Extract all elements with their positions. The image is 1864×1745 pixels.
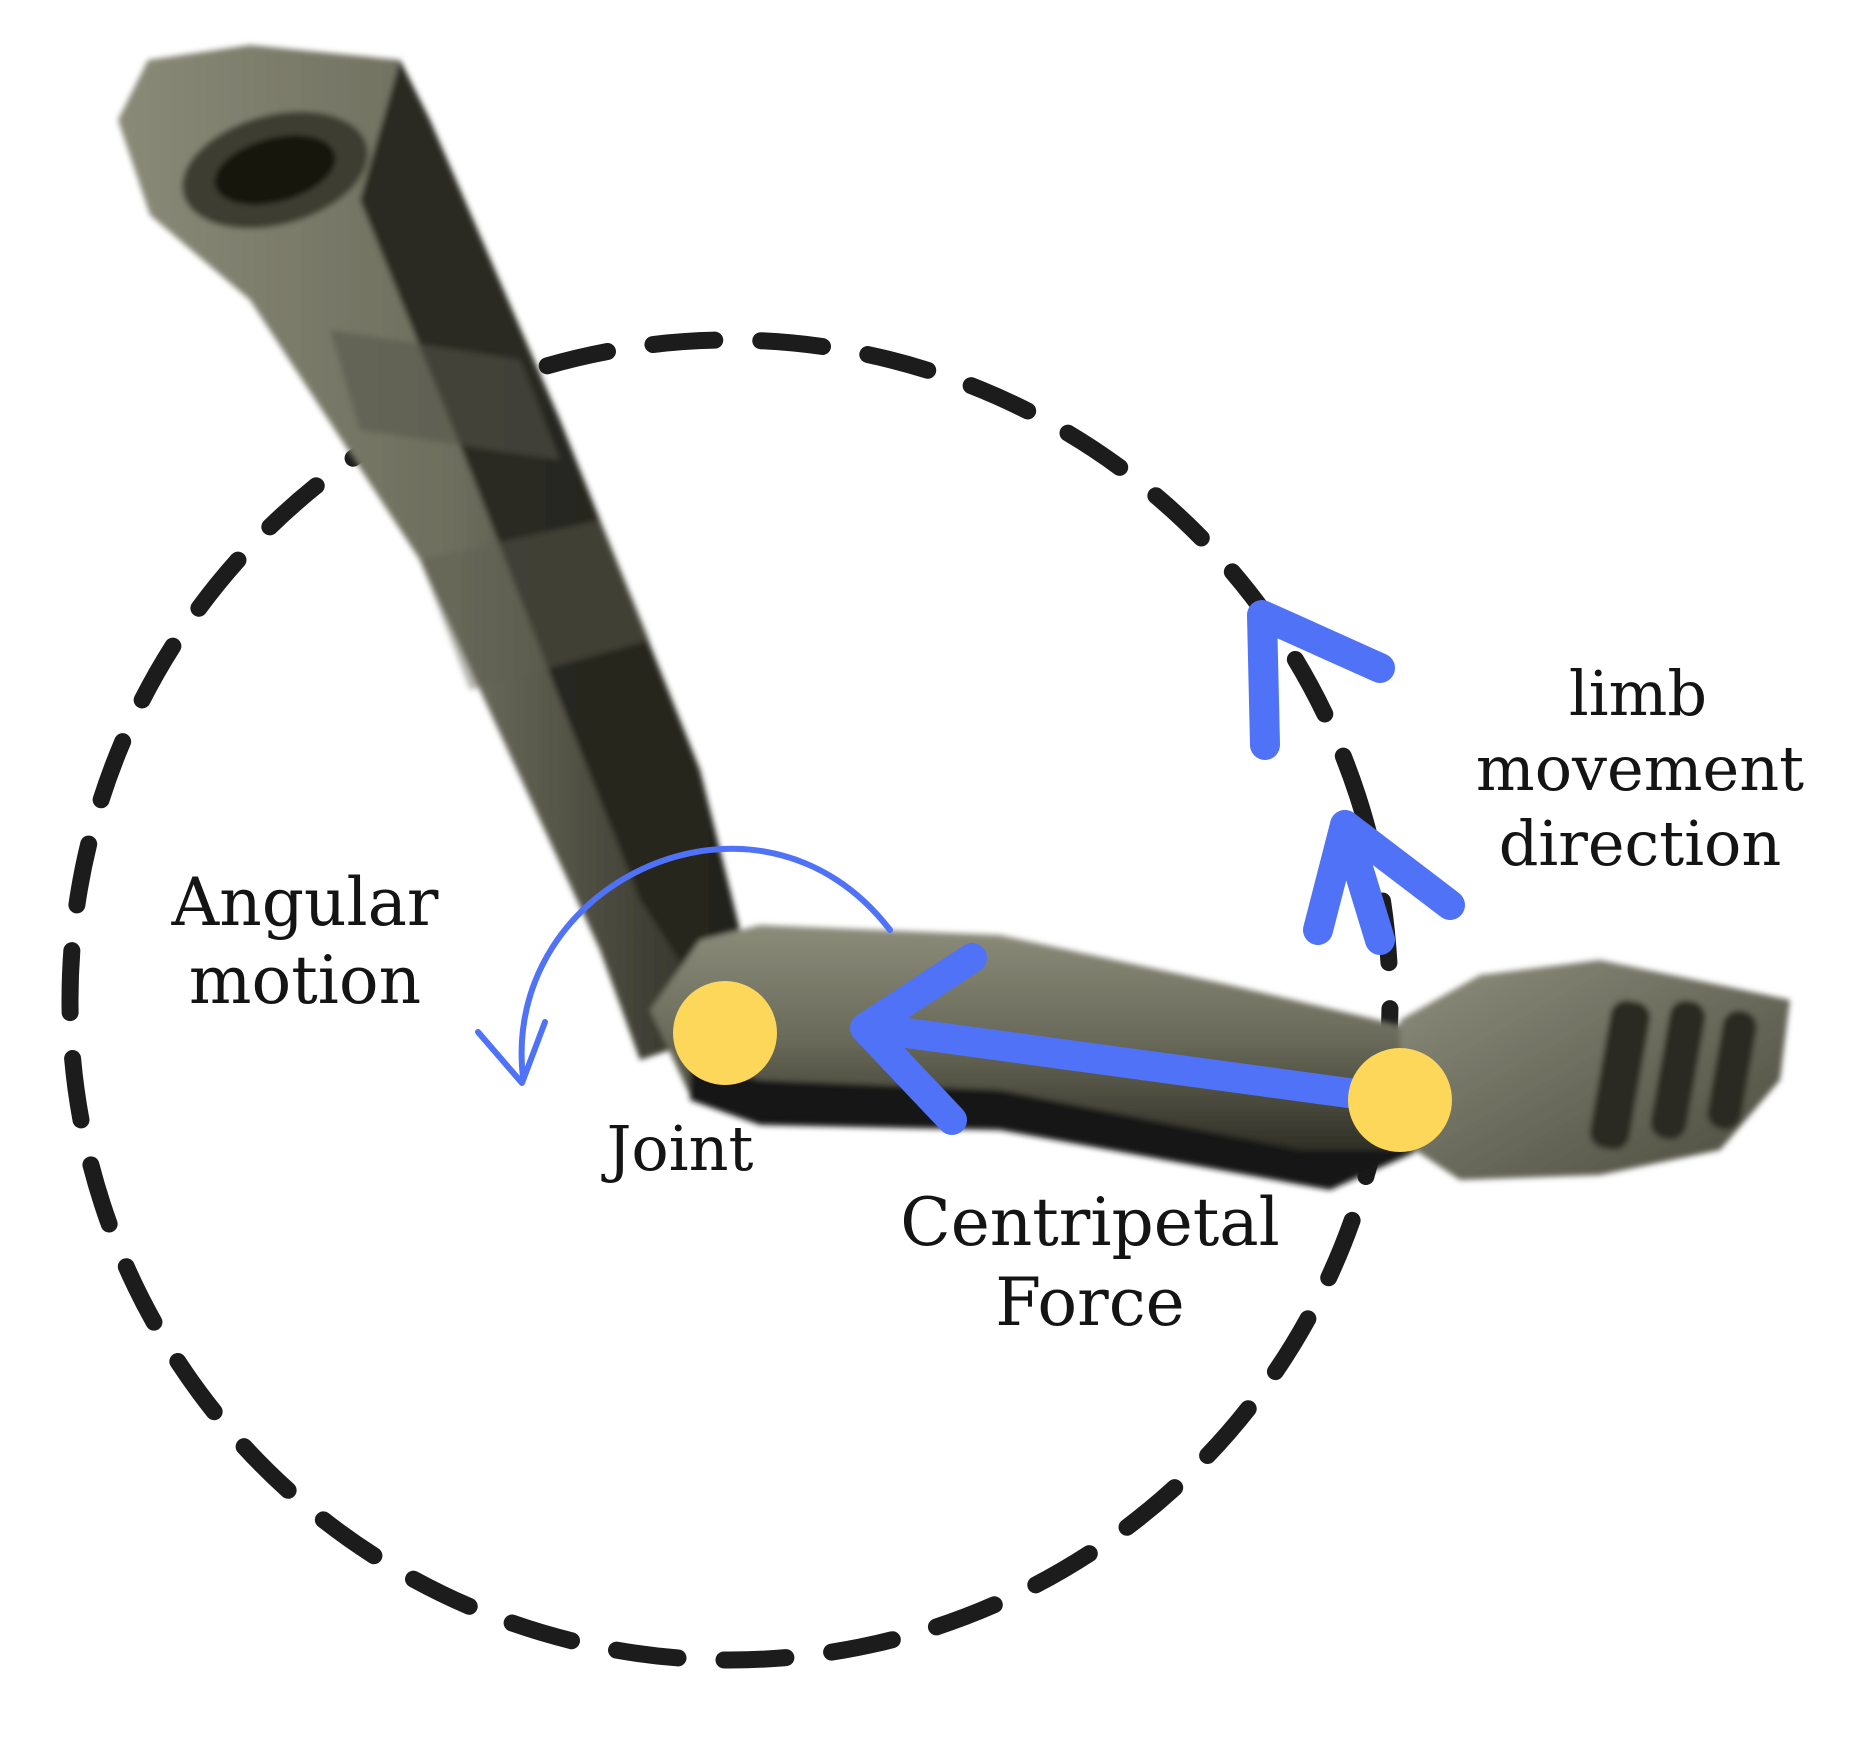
centripetal-force-line-2: Force [995,1264,1185,1341]
elbow-joint-marker [673,981,777,1085]
joint-label: Joint [601,1112,754,1185]
wrist-joint-marker [1348,1048,1452,1152]
chevron-up-icon [1247,600,1465,955]
limb-movement-line-3: direction [1499,807,1782,880]
straight-arrow-icon [850,943,1415,1135]
centripetal-force-label: Centripetal Force [900,1184,1280,1341]
curved-arrow-icon [475,845,893,1086]
joint-markers [673,981,1452,1152]
upper-arm [118,45,740,1060]
angular-motion-label: Angular motion [171,864,439,1019]
limb-movement-line-1: limb [1569,657,1707,730]
centripetal-force-line-1: Centripetal [900,1184,1280,1261]
limb-movement-line-2: movement [1476,732,1804,805]
limb-movement-label: limb movement direction [1476,657,1804,880]
trajectory-circle [61,331,1399,1669]
angular-motion-line-1: Angular [171,864,439,941]
angular-motion-line-2: motion [189,942,421,1019]
hand [1400,960,1790,1180]
